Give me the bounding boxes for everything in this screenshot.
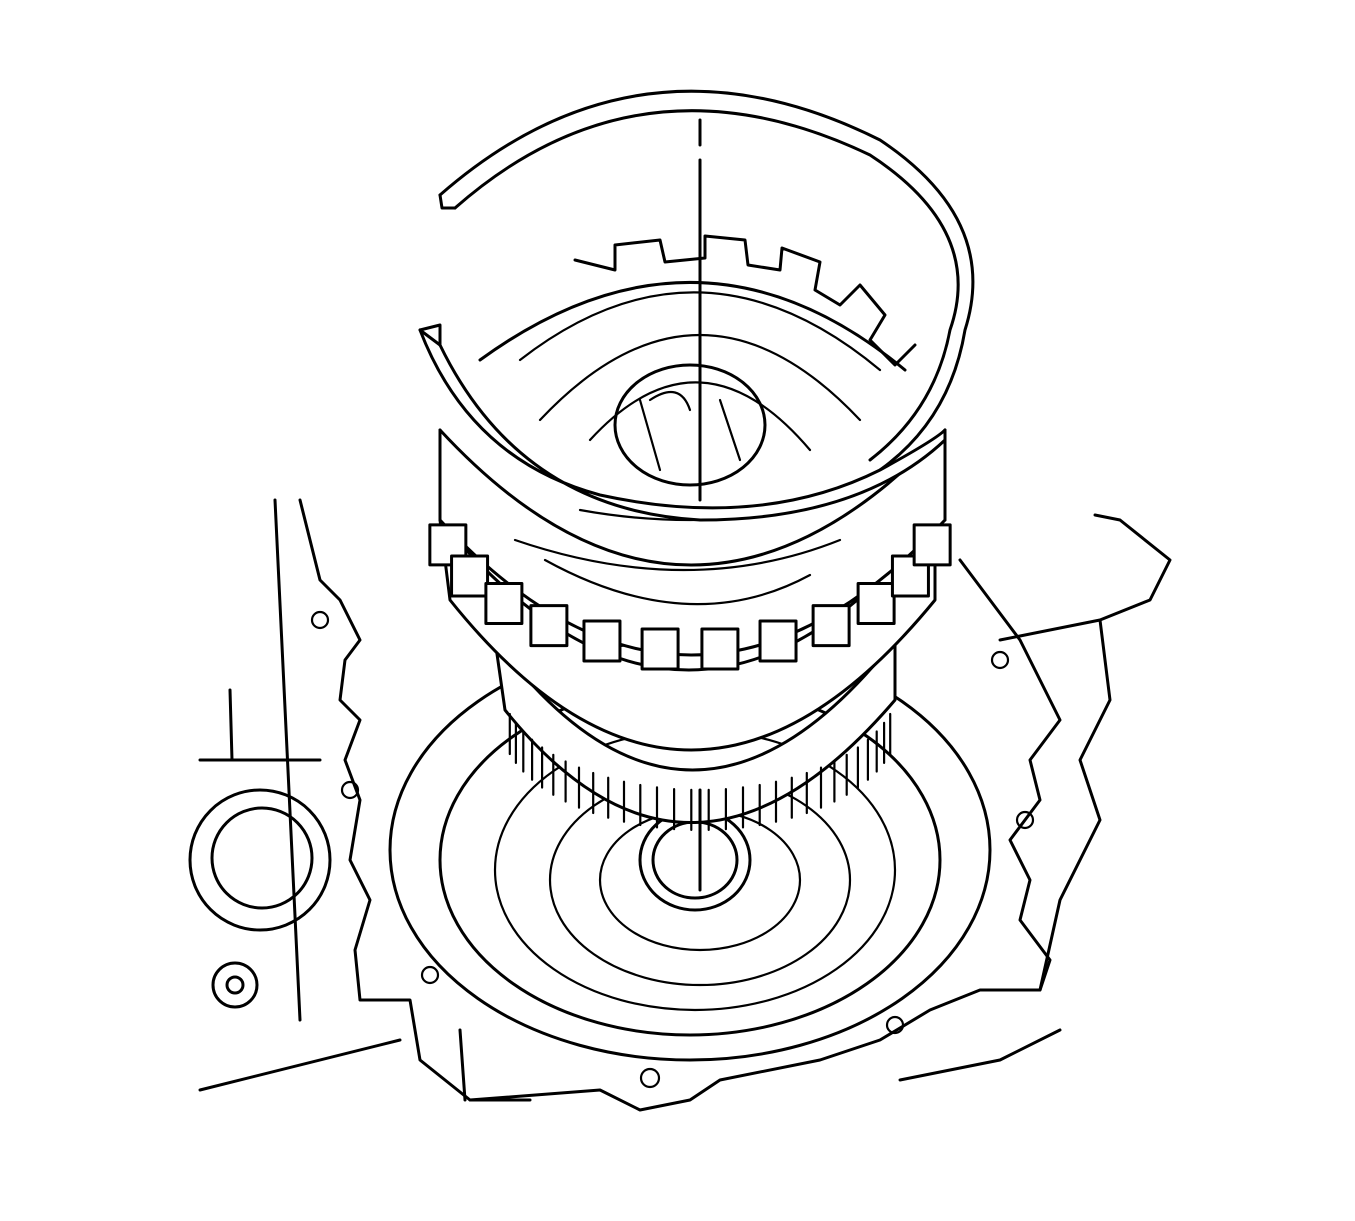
transaxle-case (188, 498, 1172, 1112)
housing-tooth (529, 604, 569, 648)
housing-tooth (700, 627, 740, 671)
housing-tooth (758, 619, 798, 663)
reaction-gear-shell (493, 638, 897, 831)
housing-tooth (640, 627, 680, 671)
housing-tooth (856, 581, 896, 625)
housing-tooth (912, 523, 952, 567)
clutch-housing (428, 428, 952, 752)
housing-teeth (428, 523, 952, 671)
snap-ring (418, 89, 975, 522)
housing-tooth (484, 581, 524, 625)
housing-tooth (811, 604, 851, 648)
housing-tooth (450, 554, 490, 598)
housing-tooth (582, 619, 622, 663)
